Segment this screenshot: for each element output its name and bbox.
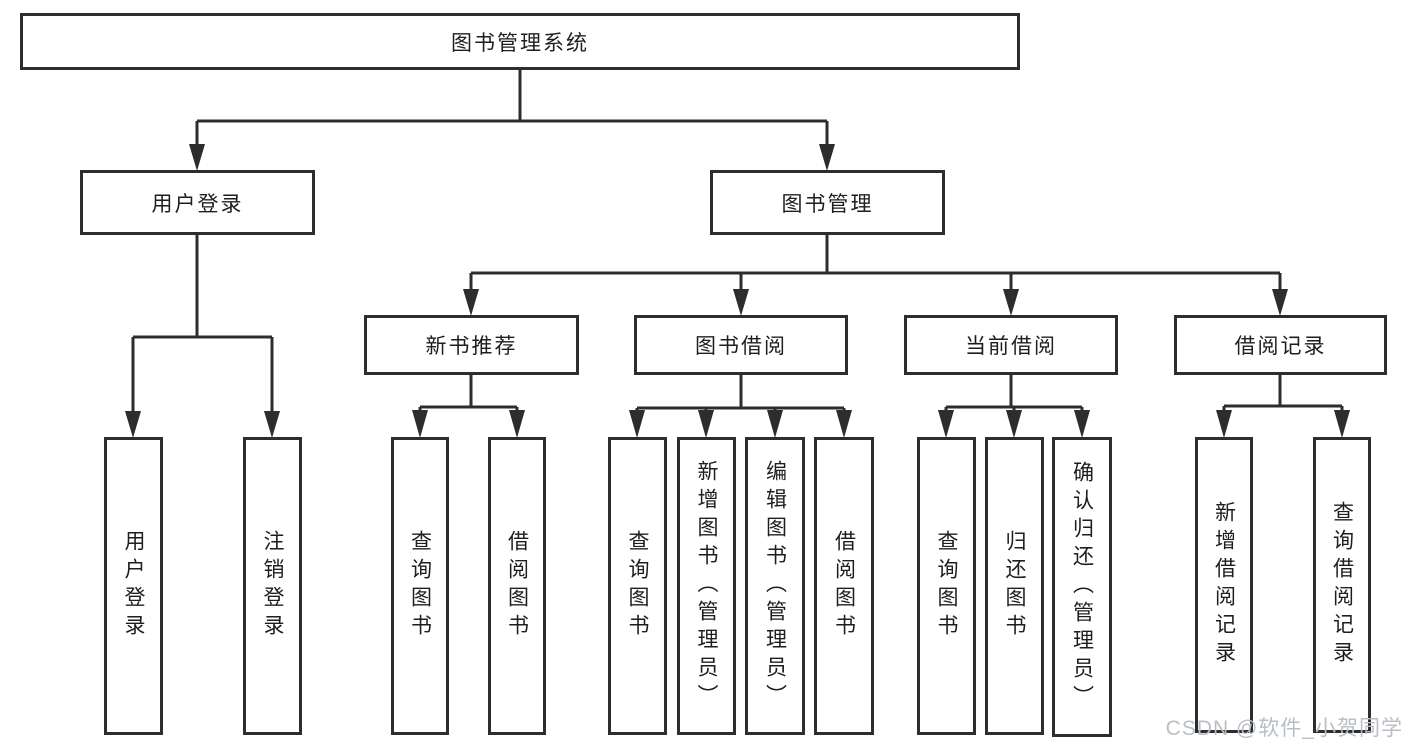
node-label: 图书管理系统	[451, 31, 589, 55]
arrow-leaf	[938, 410, 954, 438]
node-label: 归还图书	[1003, 530, 1026, 642]
node-book-management: 图书管理	[710, 170, 945, 235]
arrow-user-login	[189, 144, 205, 171]
leaf-borrow-books-borrowing: 借阅图书	[814, 437, 874, 735]
leaf-logout: 注销登录	[243, 437, 302, 735]
node-label: 查询图书	[626, 530, 649, 642]
connector-book-mgmt	[469, 235, 1282, 290]
node-label: 查询图书	[935, 530, 958, 642]
leaf-query-books-recommend: 查询图书	[391, 437, 449, 735]
node-label: 新增图书（管理员）	[695, 460, 718, 712]
arrow-leaf	[629, 410, 645, 438]
connector-root	[195, 70, 829, 146]
leaf-user-login: 用户登录	[104, 437, 163, 735]
connector-borrowing-records	[1222, 375, 1344, 412]
connector-book-borrowing	[635, 375, 846, 412]
node-book-borrowing: 图书借阅	[634, 315, 848, 375]
leaf-query-books-borrowing: 查询图书	[608, 437, 667, 735]
node-label: 新增借阅记录	[1212, 501, 1236, 669]
arrow-leaf	[767, 410, 783, 438]
leaf-confirm-return-admin: 确认归还（管理员）	[1052, 437, 1112, 737]
watermark: CSDN @软件_小贺同学	[1165, 717, 1403, 740]
leaf-query-borrow-record: 查询借阅记录	[1313, 437, 1371, 733]
node-label: 图书借阅	[695, 335, 787, 358]
connector-user-login	[131, 235, 274, 412]
arrow-current-borrowing	[1003, 289, 1019, 316]
node-current-borrowing: 当前借阅	[904, 315, 1118, 375]
arrow-book-borrowing	[733, 289, 749, 316]
arrow-leaf	[412, 410, 428, 438]
arrow-borrowing-records	[1272, 289, 1288, 316]
node-book-management-system: 图书管理系统	[20, 13, 1020, 70]
node-label: 当前借阅	[965, 335, 1057, 358]
arrow-leaf	[509, 410, 525, 438]
arrow-leaf	[698, 410, 714, 438]
arrow-leaf	[1006, 410, 1022, 438]
node-label: 借阅图书	[505, 530, 529, 642]
node-user-login: 用户登录	[80, 170, 315, 235]
arrow-leaf-user-login	[125, 411, 141, 438]
node-label: 注销登录	[261, 530, 284, 642]
connector-new-book-recommend	[418, 375, 519, 412]
node-label: 用户登录	[122, 530, 145, 642]
node-label: 借阅图书	[832, 530, 856, 642]
leaf-query-books-current: 查询图书	[917, 437, 976, 735]
arrow-leaf-logout	[264, 411, 280, 438]
arrow-leaf	[836, 410, 852, 438]
node-label: 用户登录	[151, 192, 244, 216]
arrow-leaf	[1074, 410, 1090, 438]
leaf-add-books-admin: 新增图书（管理员）	[677, 437, 736, 735]
connector-current-borrowing	[944, 375, 1084, 412]
node-label: 借阅记录	[1234, 335, 1327, 358]
leaf-return-books: 归还图书	[985, 437, 1044, 735]
node-new-book-recommend: 新书推荐	[364, 315, 579, 375]
leaf-borrow-books-recommend: 借阅图书	[488, 437, 546, 735]
arrow-leaf	[1216, 410, 1232, 438]
node-label: 查询借阅记录	[1330, 501, 1354, 669]
arrow-leaf	[1334, 410, 1350, 438]
leaf-edit-books-admin: 编辑图书（管理员）	[745, 437, 805, 735]
node-label: 新书推荐	[425, 335, 518, 358]
node-label: 查询图书	[408, 530, 432, 642]
node-label: 确认归还（管理员）	[1070, 461, 1094, 713]
arrow-book-mgmt	[819, 144, 835, 171]
arrow-new-book-recommend	[463, 289, 479, 316]
node-label: 图书管理	[781, 192, 874, 216]
node-label: 编辑图书（管理员）	[763, 460, 787, 712]
leaf-add-borrow-record: 新增借阅记录	[1195, 437, 1253, 733]
node-borrowing-records: 借阅记录	[1174, 315, 1387, 375]
